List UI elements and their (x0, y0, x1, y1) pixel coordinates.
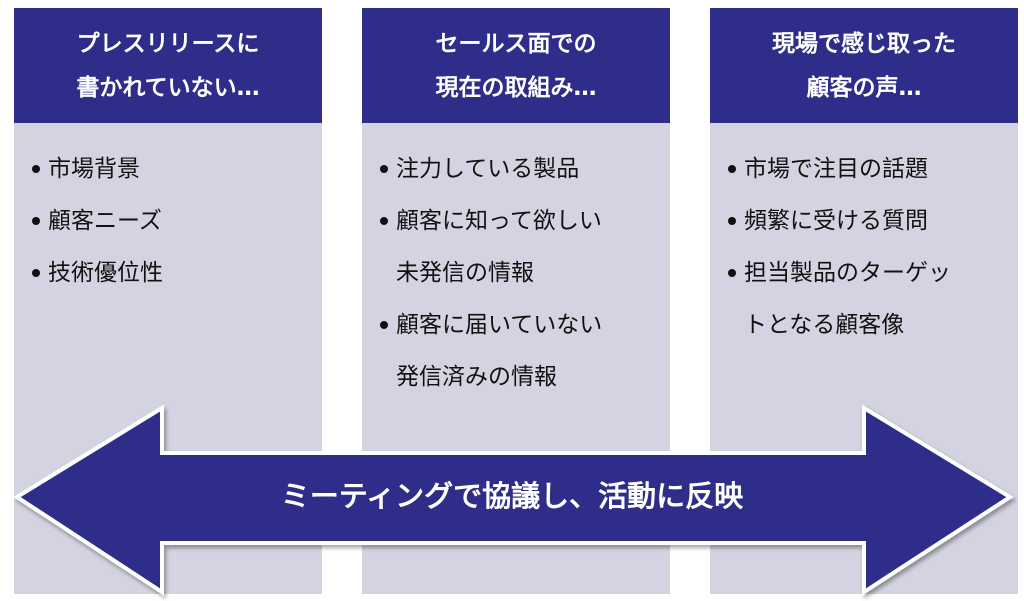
list-item: 市場で注目の話題 (728, 143, 1018, 195)
header-line: 現在の取組み… (435, 74, 597, 101)
bullet-list: 注力している製品 顧客に知って欲しい 未発信の情報 顧客に届いていない 発信済み… (362, 123, 670, 403)
list-item: 注力している製品 (380, 143, 670, 195)
header-line: 顧客の声… (806, 74, 922, 101)
list-item: 担当製品のターゲッ トとなる顧客像 (728, 247, 1018, 351)
arrow-label: ミーティングで協議し、活動に反映 (280, 479, 744, 513)
header-line: 書かれていない… (76, 74, 260, 101)
list-item: 顧客ニーズ (32, 195, 322, 247)
column-header: 現場で感じ取った 顧客の声… (710, 8, 1018, 123)
bullet-list: 市場背景 顧客ニーズ 技術優位性 (14, 123, 322, 299)
bullet-list: 市場で注目の話題 頻繁に受ける質問 担当製品のターゲッ トとなる顧客像 (710, 123, 1018, 351)
list-item: 市場背景 (32, 143, 322, 195)
list-item: 顧客に届いていない 発信済みの情報 (380, 299, 670, 403)
column-header: プレスリリースに 書かれていない… (14, 8, 322, 123)
header-line: プレスリリースに (76, 30, 260, 57)
list-item: 技術優位性 (32, 247, 322, 299)
list-item: 頻繁に受ける質問 (728, 195, 1018, 247)
list-item: 顧客に知って欲しい 未発信の情報 (380, 195, 670, 299)
header-line: 現場で感じ取った (772, 30, 956, 57)
header-line: セールス面での (435, 30, 597, 57)
column-header: セールス面での 現在の取組み… (362, 8, 670, 123)
